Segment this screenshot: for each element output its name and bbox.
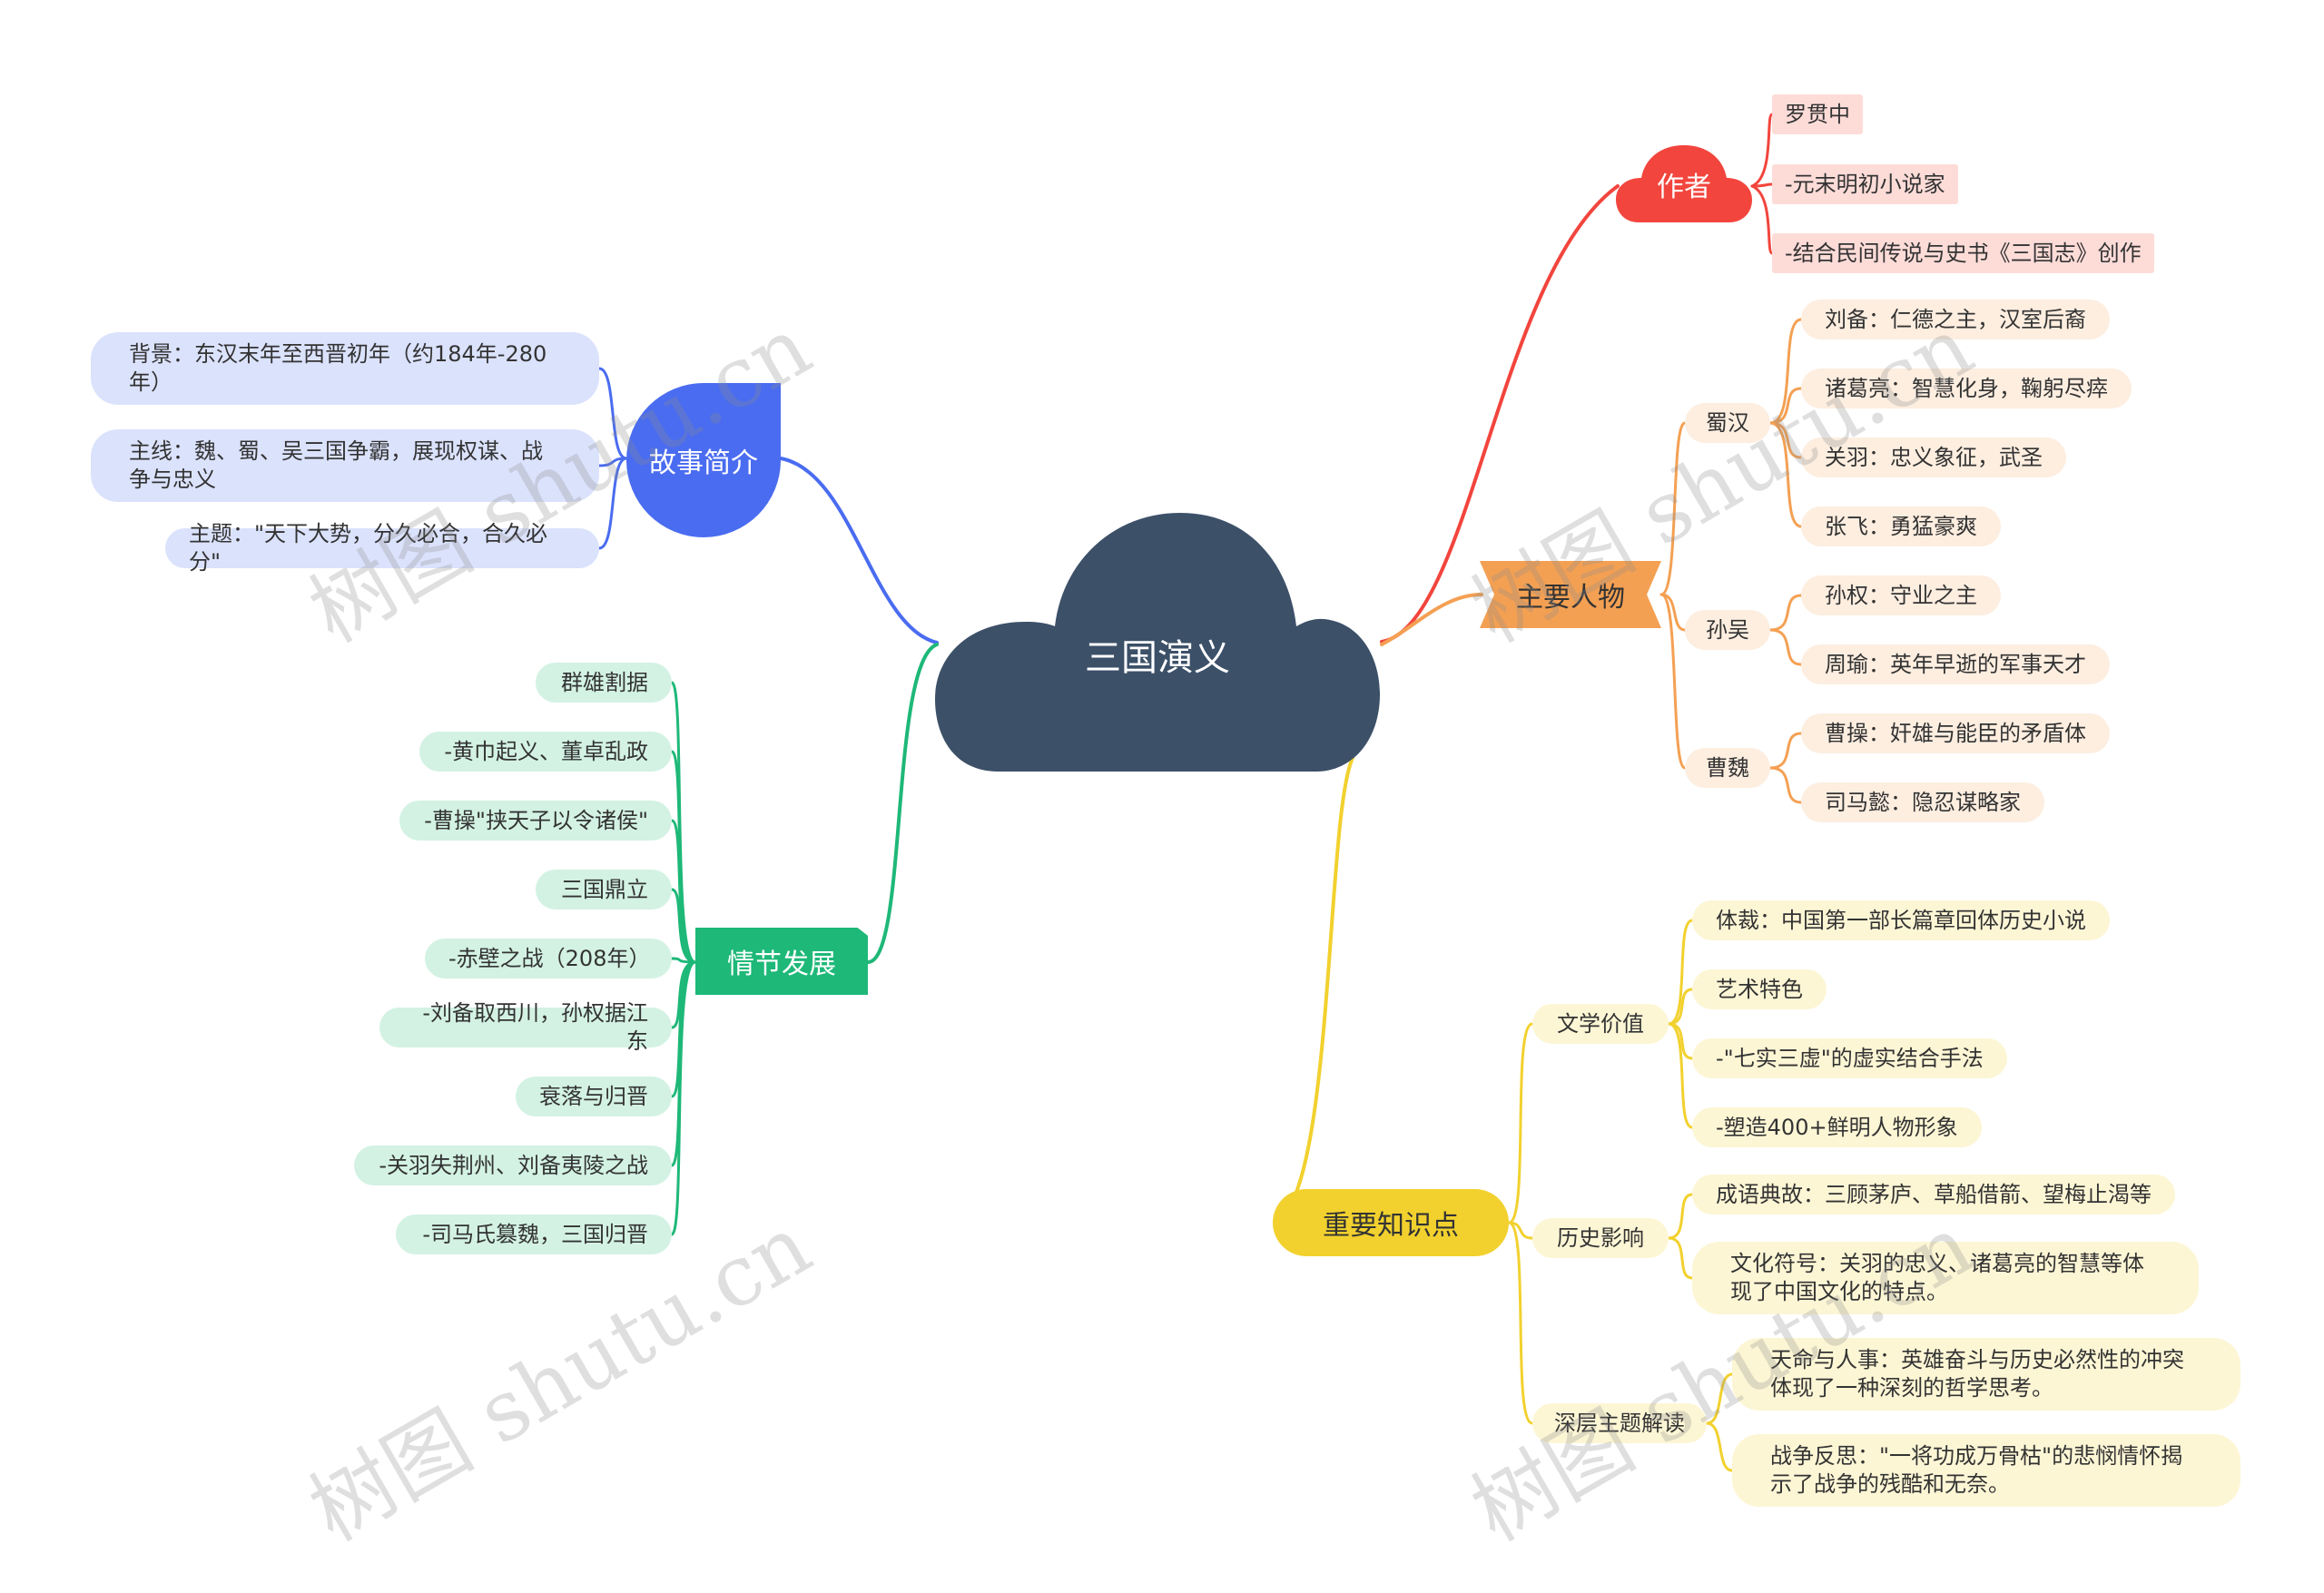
character-item[interactable]: 司马懿：隐忍谋略家 <box>1801 782 2044 822</box>
plot-item[interactable]: -赤壁之战（208年） <box>425 939 672 978</box>
story-summary-topic[interactable]: 故事简介 <box>626 383 781 537</box>
author-item[interactable]: 罗贯中 <box>1772 94 1863 134</box>
knowledge-item[interactable]: 成语典故：三顾茅庐、草船借箭、望梅止渴等 <box>1692 1175 2175 1214</box>
knowledge-item[interactable]: -塑造400+鲜明人物形象 <box>1692 1107 1982 1147</box>
knowledge-item[interactable]: 体裁：中国第一部长篇章回体历史小说 <box>1692 900 2110 940</box>
plot-item[interactable]: -司马氏篡魏，三国归晋 <box>396 1214 672 1254</box>
plot-development-topic[interactable]: 情节发展 <box>695 928 868 995</box>
plot-item[interactable]: -刘备取西川，孙权据江东 <box>379 1000 672 1054</box>
central-topic-cloud[interactable] <box>935 513 1380 772</box>
plot-item[interactable]: -关羽失荆州、刘备夷陵之战 <box>354 1146 672 1185</box>
group-historical-impact[interactable]: 历史影响 <box>1532 1218 1669 1258</box>
plot-item[interactable]: -曹操"挟天子以令诸侯" <box>399 801 672 841</box>
group-shu-han[interactable]: 蜀汉 <box>1685 403 1770 443</box>
edge-center-knowledge <box>1273 756 1354 1224</box>
knowledge-item[interactable]: 文化符号：关羽的忠义、诸葛亮的智慧等体现了中国文化的特点。 <box>1692 1242 2199 1314</box>
edge-center-characters <box>1380 593 1483 646</box>
edge-center-plot <box>866 643 939 964</box>
edge-center-author <box>1380 184 1620 644</box>
plot-item[interactable]: 群雄割据 <box>536 663 672 703</box>
group-deep-themes[interactable]: 深层主题解读 <box>1532 1403 1707 1443</box>
story-item[interactable]: 主题："天下大势，分久必合，合久必分" <box>165 521 599 575</box>
knowledge-item[interactable]: 战争反思："一将功成万骨枯"的悲悯情怀揭示了战争的残酷和无奈。 <box>1732 1434 2240 1507</box>
knowledge-item[interactable]: 天命与人事：英雄奋斗与历史必然性的冲突体现了一种深刻的哲学思考。 <box>1732 1338 2240 1411</box>
character-item[interactable]: 诸葛亮：智慧化身，鞠躬尽瘁 <box>1801 369 2132 408</box>
author-topic-cloud[interactable] <box>1616 145 1752 222</box>
author-item[interactable]: -结合民间传说与史书《三国志》创作 <box>1772 233 2154 273</box>
plot-item[interactable]: 三国鼎立 <box>536 870 672 910</box>
characters-topic[interactable]: 主要人物 <box>1480 561 1661 628</box>
central-topic-label: 三国演义 <box>1085 637 1230 679</box>
group-literary-value[interactable]: 文学价值 <box>1532 1004 1669 1044</box>
character-item[interactable]: 刘备：仁德之主，汉室后裔 <box>1801 300 2110 339</box>
edge-center-story <box>779 457 939 644</box>
character-item[interactable]: 张飞：勇猛豪爽 <box>1801 506 2001 546</box>
author-topic-label: 作者 <box>1657 172 1711 203</box>
author-item[interactable]: -元末明初小说家 <box>1772 164 1958 204</box>
group-cao-wei[interactable]: 曹魏 <box>1685 748 1770 788</box>
plot-item[interactable]: 衰落与归晋 <box>516 1077 672 1116</box>
knowledge-item[interactable]: -"七实三虚"的虚实结合手法 <box>1692 1038 2007 1078</box>
character-item[interactable]: 周瑜：英年早逝的军事天才 <box>1801 644 2110 684</box>
character-item[interactable]: 曹操：奸雄与能臣的矛盾体 <box>1801 713 2110 753</box>
knowledge-item[interactable]: 艺术特色 <box>1692 969 1827 1009</box>
plot-item[interactable]: -黄巾起义、董卓乱政 <box>419 732 672 772</box>
key-knowledge-topic[interactable]: 重要知识点 <box>1273 1189 1509 1256</box>
group-sun-wu[interactable]: 孙吴 <box>1685 610 1770 650</box>
character-item[interactable]: 孙权：守业之主 <box>1801 575 2001 615</box>
story-item[interactable]: 主线：魏、蜀、吴三国争霸，展现权谋、战争与忠义 <box>91 429 599 502</box>
character-item[interactable]: 关羽：忠义象征，武圣 <box>1801 438 2066 477</box>
story-item[interactable]: 背景：东汉末年至西晋初年（约184年-280年） <box>91 332 599 405</box>
